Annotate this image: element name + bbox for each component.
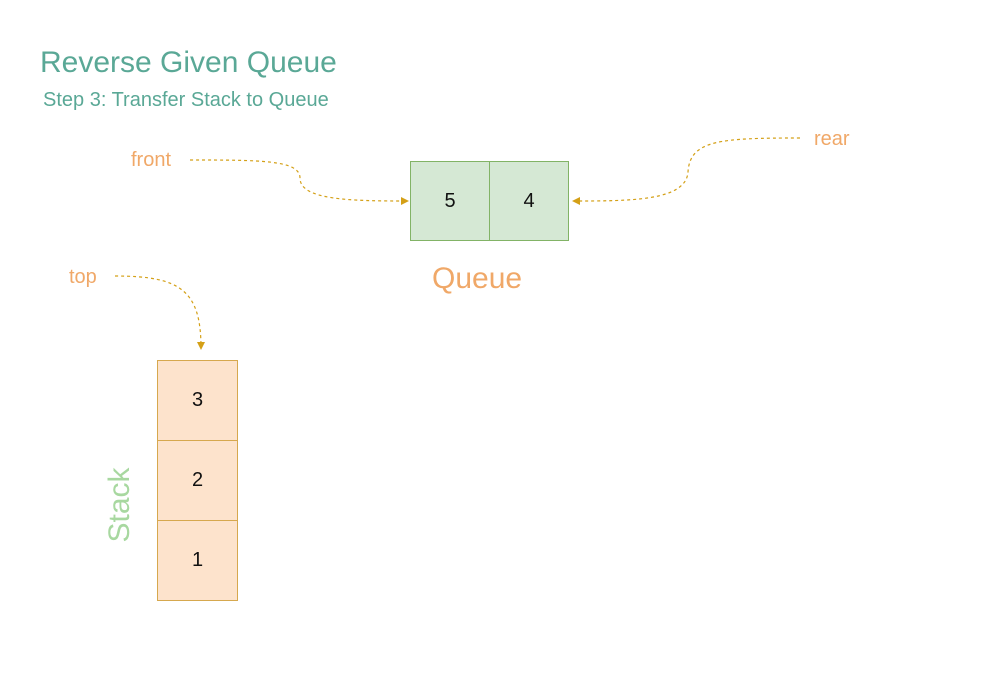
stack: 3 2 1: [157, 360, 238, 601]
stack-cell-middle: 2: [157, 440, 238, 521]
rear-pointer-label: rear: [814, 128, 850, 150]
stack-label: Stack: [103, 467, 136, 543]
queue-cell-front: 5: [410, 161, 490, 241]
queue-label: Queue: [432, 262, 523, 295]
queue-cell-rear: 4: [489, 161, 569, 241]
front-pointer-label: front: [131, 149, 172, 171]
stack-cell-bottom: 1: [157, 520, 238, 601]
top-arrow: [114, 275, 205, 350]
queue: 5 4: [410, 161, 569, 241]
rear-arrow: [572, 137, 801, 205]
front-arrow: [189, 159, 409, 205]
diagram-subtitle: Step 3: Transfer Stack to Queue: [43, 89, 329, 111]
stack-cell-top: 3: [157, 360, 238, 441]
diagram-title: Reverse Given Queue: [40, 46, 337, 79]
top-pointer-label: top: [69, 266, 97, 288]
